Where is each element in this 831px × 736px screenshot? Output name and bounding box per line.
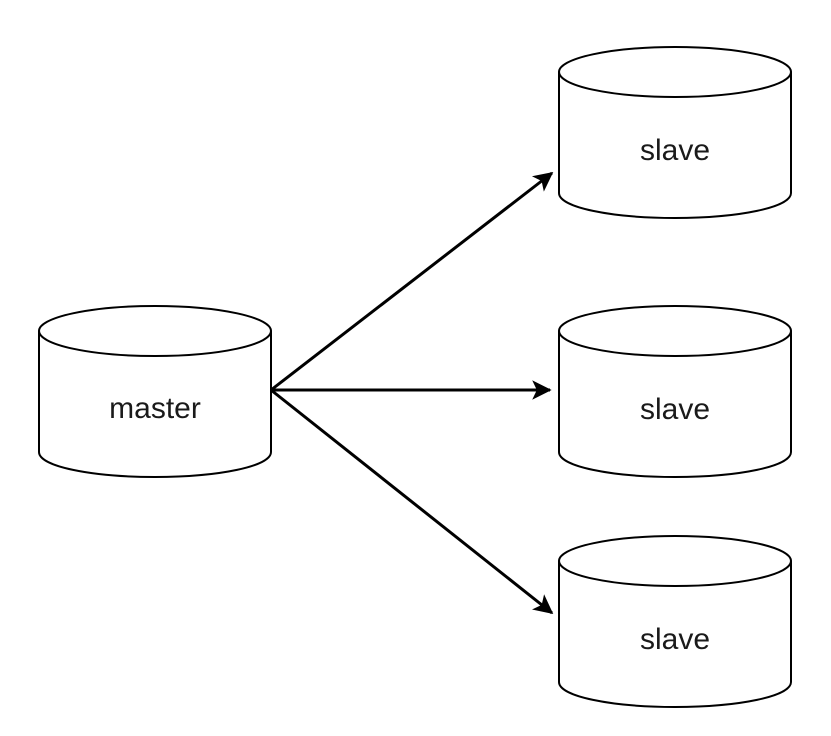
node-label-slave-2: slave (640, 393, 710, 426)
node-label-slave-3: slave (640, 623, 710, 656)
slave-3-cylinder-top (558, 535, 792, 587)
node-master[interactable]: master (38, 305, 272, 478)
slave-2-cylinder-top (558, 305, 792, 357)
node-slave-2[interactable]: slave (558, 305, 792, 478)
slave-2-cylinder-body (558, 330, 792, 478)
node-slave-1[interactable]: slave (558, 46, 792, 219)
node-layer: master slave slave slave (38, 46, 792, 708)
master-cylinder-top (38, 305, 272, 357)
edge-line-master-slave-1 (270, 171, 554, 392)
slave-1-cylinder-body (558, 71, 792, 219)
node-slave-3[interactable]: slave (558, 535, 792, 708)
node-label-slave-1: slave (640, 134, 710, 167)
master-cylinder-body (38, 330, 272, 478)
node-label-master: master (109, 392, 201, 425)
slave-3-cylinder-body (558, 560, 792, 708)
edge-line-master-slave-3 (270, 388, 554, 615)
edge-layer (270, 171, 554, 615)
edge-master-to-slave-1[interactable] (270, 171, 554, 392)
edge-master-to-slave-3[interactable] (270, 388, 554, 615)
slave-1-cylinder-top (558, 46, 792, 98)
